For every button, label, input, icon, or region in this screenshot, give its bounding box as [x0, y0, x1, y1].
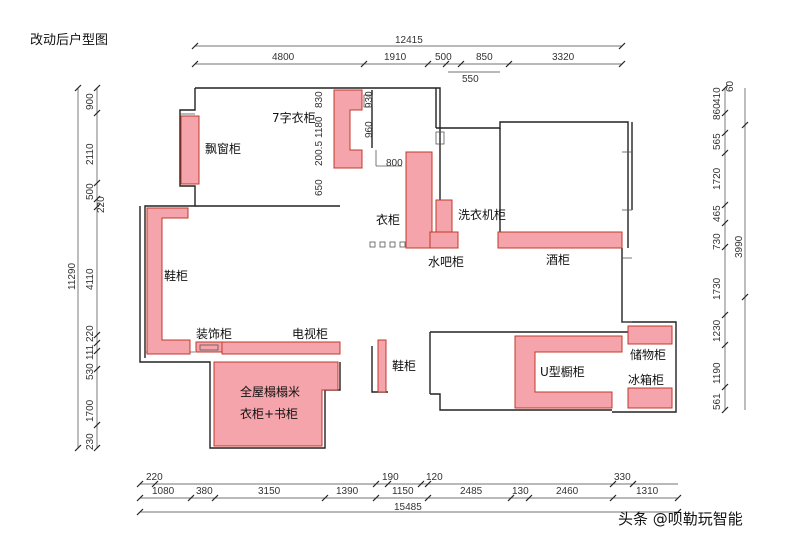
l-wardrobe-cabinet	[333, 89, 363, 169]
label-u-cabinet: U型橱柜	[540, 365, 585, 379]
inner-dim-4: 960	[364, 121, 375, 138]
walls	[139, 87, 677, 449]
left-dim-4: 220	[96, 196, 107, 213]
bottom-top-dim-4: 330	[614, 472, 631, 483]
right-dim-9: 1230	[712, 319, 723, 342]
right-dim-3: 860	[712, 103, 723, 120]
watermark: 头条 @呗勒玩智能	[618, 510, 743, 528]
top-dim-2: 1910	[384, 52, 407, 63]
bottom-dimensions: 220 190 120 330 1080 380 3150 1390 1150 …	[136, 472, 682, 516]
left-dim-2: 2110	[85, 143, 96, 165]
bottom-top-dim-2: 190	[382, 472, 399, 483]
label-decor: 装饰柜	[196, 327, 232, 341]
tatami-cabinet	[213, 361, 339, 447]
label-storage: 储物柜	[630, 347, 666, 362]
label-water-bar: 水吧柜	[428, 255, 464, 269]
bottom-dim-5: 1150	[392, 486, 414, 497]
left-dim-6: 220	[85, 325, 96, 342]
column-markers	[369, 241, 406, 248]
cabinets	[146, 89, 673, 447]
fridge-cabinet	[627, 387, 673, 409]
right-dim-4: 565	[712, 133, 723, 150]
top-total-dim: 12415	[395, 35, 423, 46]
right-dim-11: 561	[712, 393, 723, 410]
bottom-dim-3: 3150	[258, 486, 281, 497]
right-dimensions: 3990 410 60 860 565 1720 465 730 1730 12…	[712, 80, 749, 414]
right-dim-6: 465	[712, 205, 723, 222]
storage-cabinet	[627, 325, 673, 345]
top-sub-dim: 550	[462, 74, 479, 85]
top-dim-4: 850	[476, 52, 493, 63]
wine-cabinet	[497, 231, 623, 249]
u-cabinet	[514, 335, 623, 409]
bottom-top-dim-3: 120	[426, 472, 443, 483]
top-dimensions: 12415 4800 1910 500 850 3320 550	[191, 35, 626, 85]
left-dim-8: 530	[85, 363, 96, 380]
label-tatami-1: 全屋榻榻米	[240, 384, 300, 399]
label-fridge: 冰箱柜	[628, 372, 664, 387]
label-wine: 酒柜	[546, 253, 570, 267]
label-bay-window: 飘窗柜	[205, 142, 241, 156]
inner-dim-1: 830	[314, 91, 325, 108]
bottom-dim-2: 380	[196, 486, 213, 497]
label-shoe-left: 鞋柜	[164, 268, 188, 283]
left-dim-9: 1700	[85, 399, 96, 422]
label-shoe-mid: 鞋柜	[392, 358, 416, 373]
label-tv: 电视柜	[292, 326, 328, 341]
left-dim-3: 500	[85, 183, 96, 200]
right-total-dim: 3990	[734, 235, 745, 258]
left-dim-7: 111	[85, 344, 96, 360]
tv-cabinet	[221, 341, 341, 355]
bay-window-cabinet	[180, 115, 200, 185]
bottom-dim-9: 1310	[636, 486, 659, 497]
left-dim-10: 230	[85, 433, 96, 450]
shoe-cabinet-mid	[377, 339, 387, 393]
right-dim-10: 1190	[712, 362, 723, 384]
washer-cabinet	[435, 199, 453, 233]
inner-dim-7: 650	[314, 179, 325, 196]
bottom-dim-4: 1390	[336, 486, 359, 497]
bottom-dim-6: 2485	[460, 486, 483, 497]
inner-dim-3: 930	[364, 91, 375, 108]
left-total-dim: 11290	[67, 262, 78, 290]
top-dim-3: 500	[435, 52, 452, 63]
top-dim-5: 3320	[552, 52, 575, 63]
bottom-dim-7: 130	[512, 486, 529, 497]
inner-dim-2: 1180	[314, 116, 325, 138]
bottom-top-dim-1: 220	[146, 472, 163, 483]
water-bar-cabinet	[429, 231, 459, 249]
bottom-dim-1: 1080	[152, 486, 175, 497]
right-dim-5: 1720	[712, 167, 723, 190]
inner-dimensions: 830 1180 930 960 200.5 800 650	[314, 91, 403, 196]
label-washer: 洗衣机柜	[458, 207, 506, 222]
label-tatami-2: 衣柜+书柜	[240, 406, 298, 421]
right-dim-8: 1730	[712, 277, 723, 300]
shoe-cabinet-left	[146, 207, 191, 355]
cabinet-labels: 飘窗柜 7字衣柜 衣柜 洗衣机柜 水吧柜 酒柜 鞋柜 装饰柜 电视柜 全屋榻榻米…	[164, 110, 666, 421]
inner-dim-5: 200.5	[314, 141, 325, 166]
right-dim-1: 410	[712, 87, 723, 104]
plan-title: 改动后户型图	[30, 32, 108, 48]
right-dim-7: 730	[712, 233, 723, 250]
top-dim-1: 4800	[272, 52, 295, 63]
left-dim-5: 4110	[85, 268, 96, 290]
label-wardrobe: 衣柜	[376, 212, 400, 227]
inner-dim-6: 800	[386, 158, 403, 169]
bottom-total-dim: 15485	[394, 502, 422, 513]
label-l-wardrobe: 7字衣柜	[272, 110, 316, 125]
right-dim-2: 60	[725, 80, 736, 92]
left-dimensions: 11290 900 2110 500 220 4110 220 111 530 …	[67, 84, 107, 452]
bottom-dim-8: 2460	[556, 486, 579, 497]
left-dim-1: 900	[85, 93, 96, 110]
wardrobe-cabinet	[405, 151, 433, 249]
